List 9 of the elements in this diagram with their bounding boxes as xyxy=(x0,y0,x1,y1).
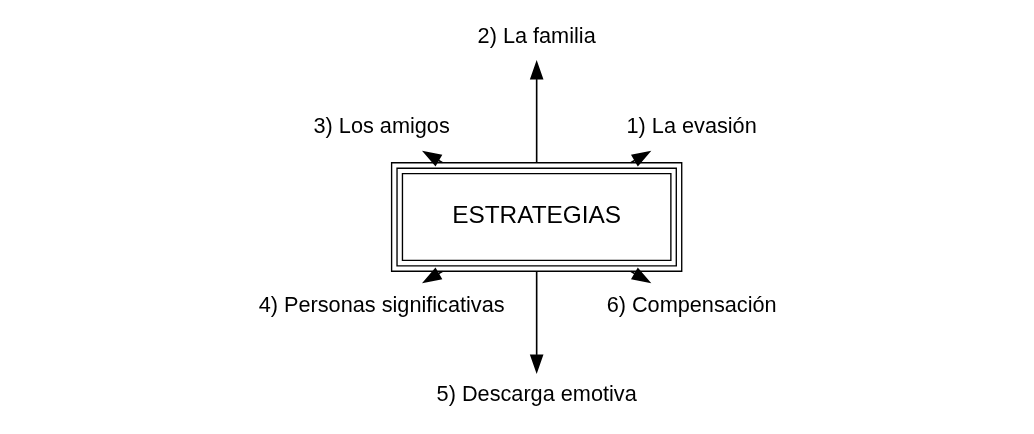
node-text: 4) Personas significativas xyxy=(258,291,505,317)
node-text: 3) Los amigos xyxy=(313,112,450,138)
node-text: 6) Compensación xyxy=(606,291,777,317)
arrow xyxy=(529,60,544,164)
node-text: 5) Descarga emotiva xyxy=(436,381,637,407)
node-box: ESTRATEGIAS xyxy=(390,162,683,272)
node-text: 1) La evasión xyxy=(626,112,757,138)
node-text: 2) La familia xyxy=(477,23,596,49)
arrow xyxy=(529,270,544,374)
